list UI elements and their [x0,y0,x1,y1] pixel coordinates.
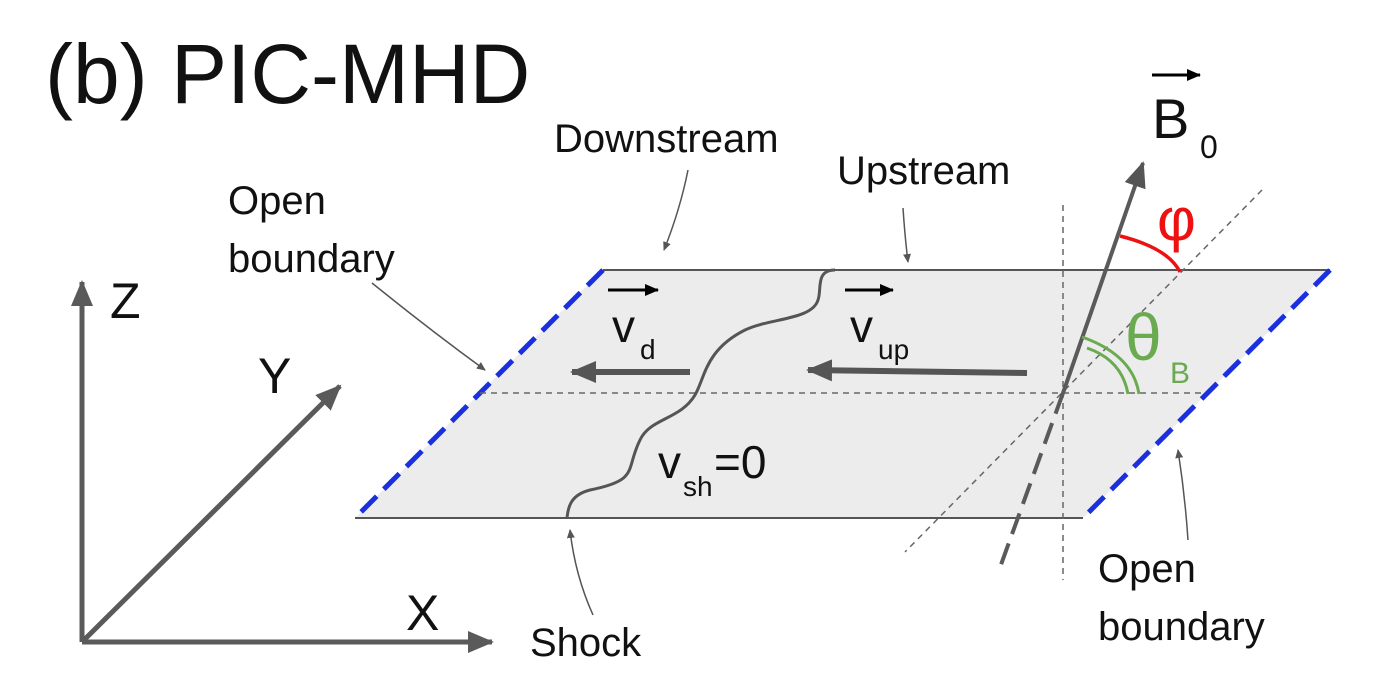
open-boundary-right-label-line1: Open [1098,547,1196,591]
open-boundary-right-line [1081,268,1332,520]
simulation-plane [355,270,1330,518]
vd-subscript: d [640,334,656,365]
diagram-title: (b) PIC-MHD [45,27,530,121]
vup-flow-arrow [806,359,1028,382]
upstream-leader [902,207,911,263]
phi-arc [1119,234,1182,273]
open-boundary-right-leader [1175,449,1189,541]
axis-y-label: Y [258,348,291,404]
diagonal-guide [904,189,1263,553]
axis-x-label: X [406,585,439,641]
open-boundary-left-label-line2: boundary [228,237,395,281]
vsh-symbol: v [658,436,681,488]
theta-arc-outer [1081,335,1141,395]
vd-symbol: v [612,300,635,352]
theta-subscript: B [1170,357,1190,390]
shock-leader [566,529,594,616]
phi-symbol: φ [1157,186,1196,253]
b0-symbol: B [1152,87,1189,150]
axis-z-label: Z [110,273,141,329]
upstream-label: Upstream [837,149,1010,193]
shock-label: Shock [530,621,642,665]
downstream-label: Downstream [554,117,779,161]
open-boundary-right-label-line2: boundary [1098,605,1265,649]
open-boundary-left-leader [371,282,486,371]
vsh-equals-zero: =0 [714,436,766,488]
vsh-subscript: sh [683,471,713,502]
theta-arc-inner [1086,346,1130,395]
vup-symbol: v [850,300,873,352]
theta-symbol: θ [1125,300,1162,374]
open-boundary-left-label-line1: Open [228,179,326,223]
b0-subscript: 0 [1200,129,1218,165]
vup-subscript: up [878,334,909,365]
b0-field-solid [1061,161,1146,394]
axis-y-line [80,384,342,644]
shock-front [565,268,836,519]
downstream-leader [663,169,689,251]
open-boundary-left-line [353,268,605,520]
